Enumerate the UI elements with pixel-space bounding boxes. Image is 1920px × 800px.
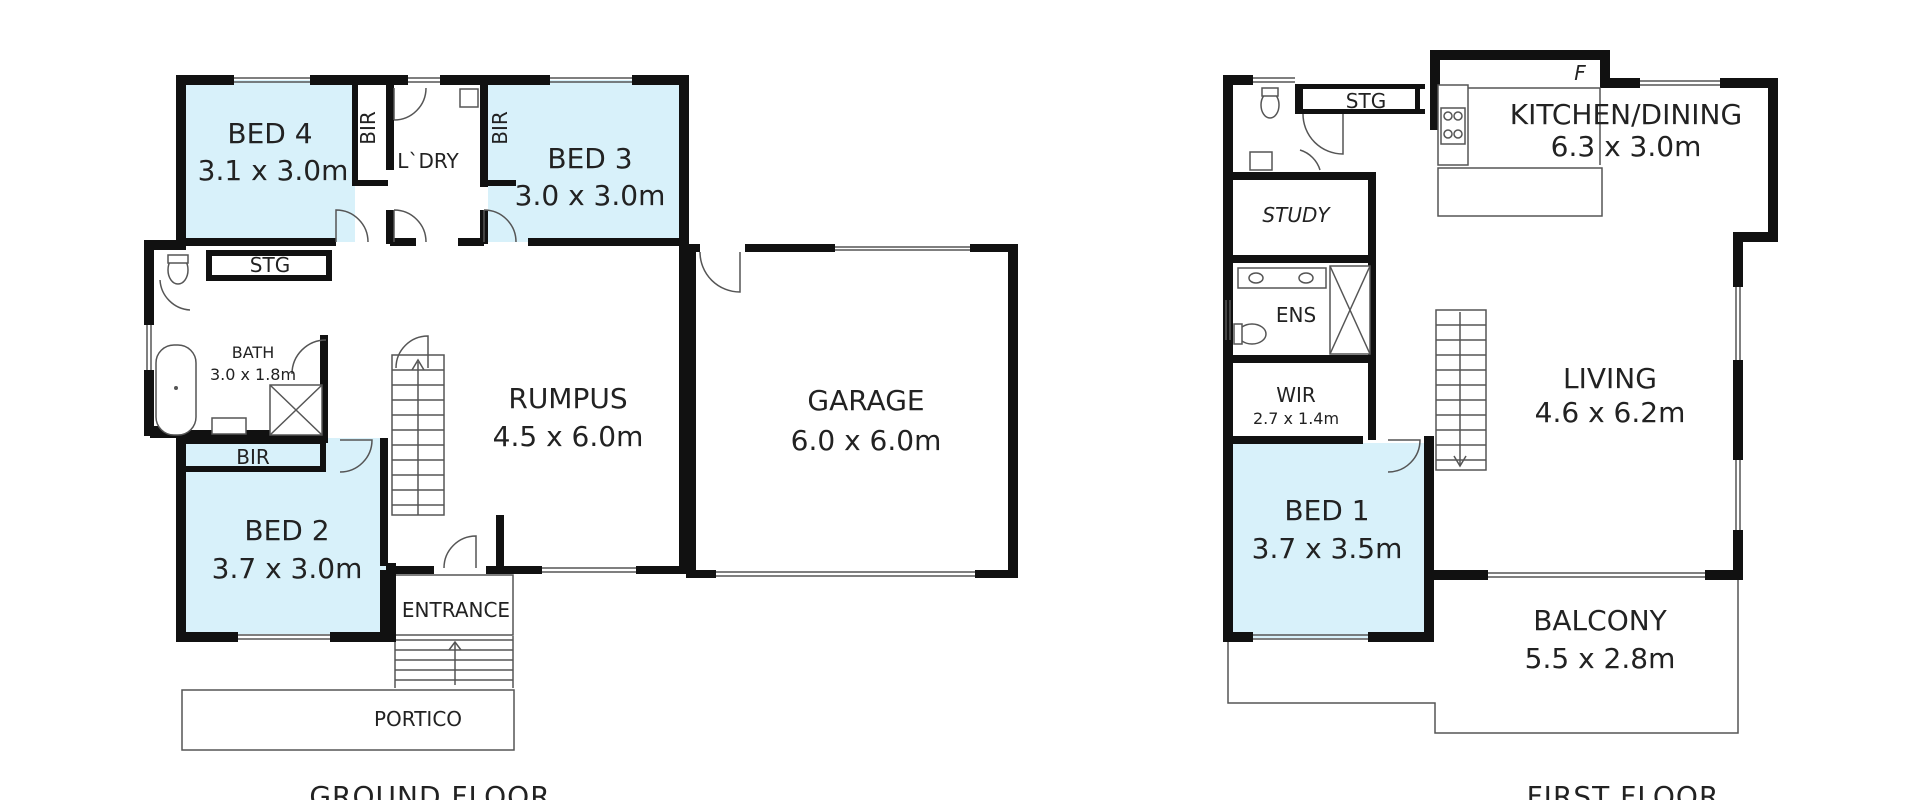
first-floor-plan: STG F KITCHEN/DINING 6.3 x 3.0m STUDY EN… [1223, 50, 1778, 800]
garage-name: GARAGE [807, 384, 924, 417]
living-name: LIVING [1563, 362, 1657, 395]
ground-floor-doors [159, 87, 741, 569]
ground-floor-stairs [391, 354, 445, 516]
portico-outline [181, 689, 515, 751]
entrance-label: ENTRANCE [402, 598, 510, 622]
first-floor-doors [1299, 113, 1421, 473]
kitchen-island [1437, 167, 1603, 217]
balcony-name: BALCONY [1533, 604, 1667, 637]
vanity [211, 417, 247, 435]
first-floor-walls [1223, 50, 1778, 642]
laundry-label: L`DRY [397, 149, 459, 173]
living-dim: 4.6 x 6.2m [1535, 396, 1686, 429]
bed3-name: BED 3 [547, 142, 632, 175]
first-floor-fixtures [1233, 84, 1603, 355]
first-floor-stairs [1435, 309, 1487, 471]
first-floor-windows [1225, 77, 1741, 640]
bed3-dim: 3.0 x 3.0m [515, 179, 666, 212]
bed2-name: BED 2 [244, 514, 329, 547]
ground-floor-title: GROUND FLOOR [309, 780, 550, 800]
ground-floor-fixtures [155, 88, 479, 436]
bed3-fill [488, 80, 681, 242]
bed2-bir-label: BIR [236, 445, 270, 469]
ens-label: ENS [1276, 303, 1316, 327]
bed1-name: BED 1 [1284, 494, 1369, 527]
wir-name: WIR [1276, 383, 1316, 407]
stg-first-label: STG [1346, 89, 1386, 113]
garage-dim: 6.0 x 6.0m [791, 424, 942, 457]
kitchen-name: KITCHEN/DINING [1510, 98, 1742, 131]
bath-dim: 3.0 x 1.8m [210, 365, 296, 384]
bed4-bir-label: BIR [356, 111, 380, 145]
rumpus-dim: 4.5 x 6.0m [493, 420, 644, 453]
bed4-dim: 3.1 x 3.0m [198, 154, 349, 187]
bed1-dim: 3.7 x 3.5m [1252, 532, 1403, 565]
rumpus-name: RUMPUS [508, 382, 627, 415]
study-label: STUDY [1262, 203, 1331, 227]
bed1-fill [1232, 443, 1426, 638]
bed4-name: BED 4 [227, 117, 312, 150]
bed3-bir-label: BIR [488, 111, 512, 145]
stg-ground-label: STG [250, 253, 290, 277]
balcony-outline [1227, 575, 1739, 734]
wir-dim: 2.7 x 1.4m [1253, 409, 1339, 428]
ground-floor-windows [146, 77, 975, 640]
kitchen-dim: 6.3 x 3.0m [1551, 130, 1702, 163]
fridge-label: F [1574, 61, 1586, 85]
portico-label: PORTICO [374, 707, 462, 731]
bed2-dim: 3.7 x 3.0m [212, 552, 363, 585]
bed4-fill [182, 80, 355, 242]
ground-floor-plan: BED 4 3.1 x 3.0m BIR L`DRY BIR BED 3 3.0… [144, 75, 1018, 800]
bath-name: BATH [232, 343, 274, 362]
balcony-dim: 5.5 x 2.8m [1525, 642, 1676, 675]
entrance-steps [394, 636, 514, 688]
first-floor-title: FIRST FLOOR [1527, 780, 1720, 800]
ground-floor-walls [144, 75, 1018, 642]
